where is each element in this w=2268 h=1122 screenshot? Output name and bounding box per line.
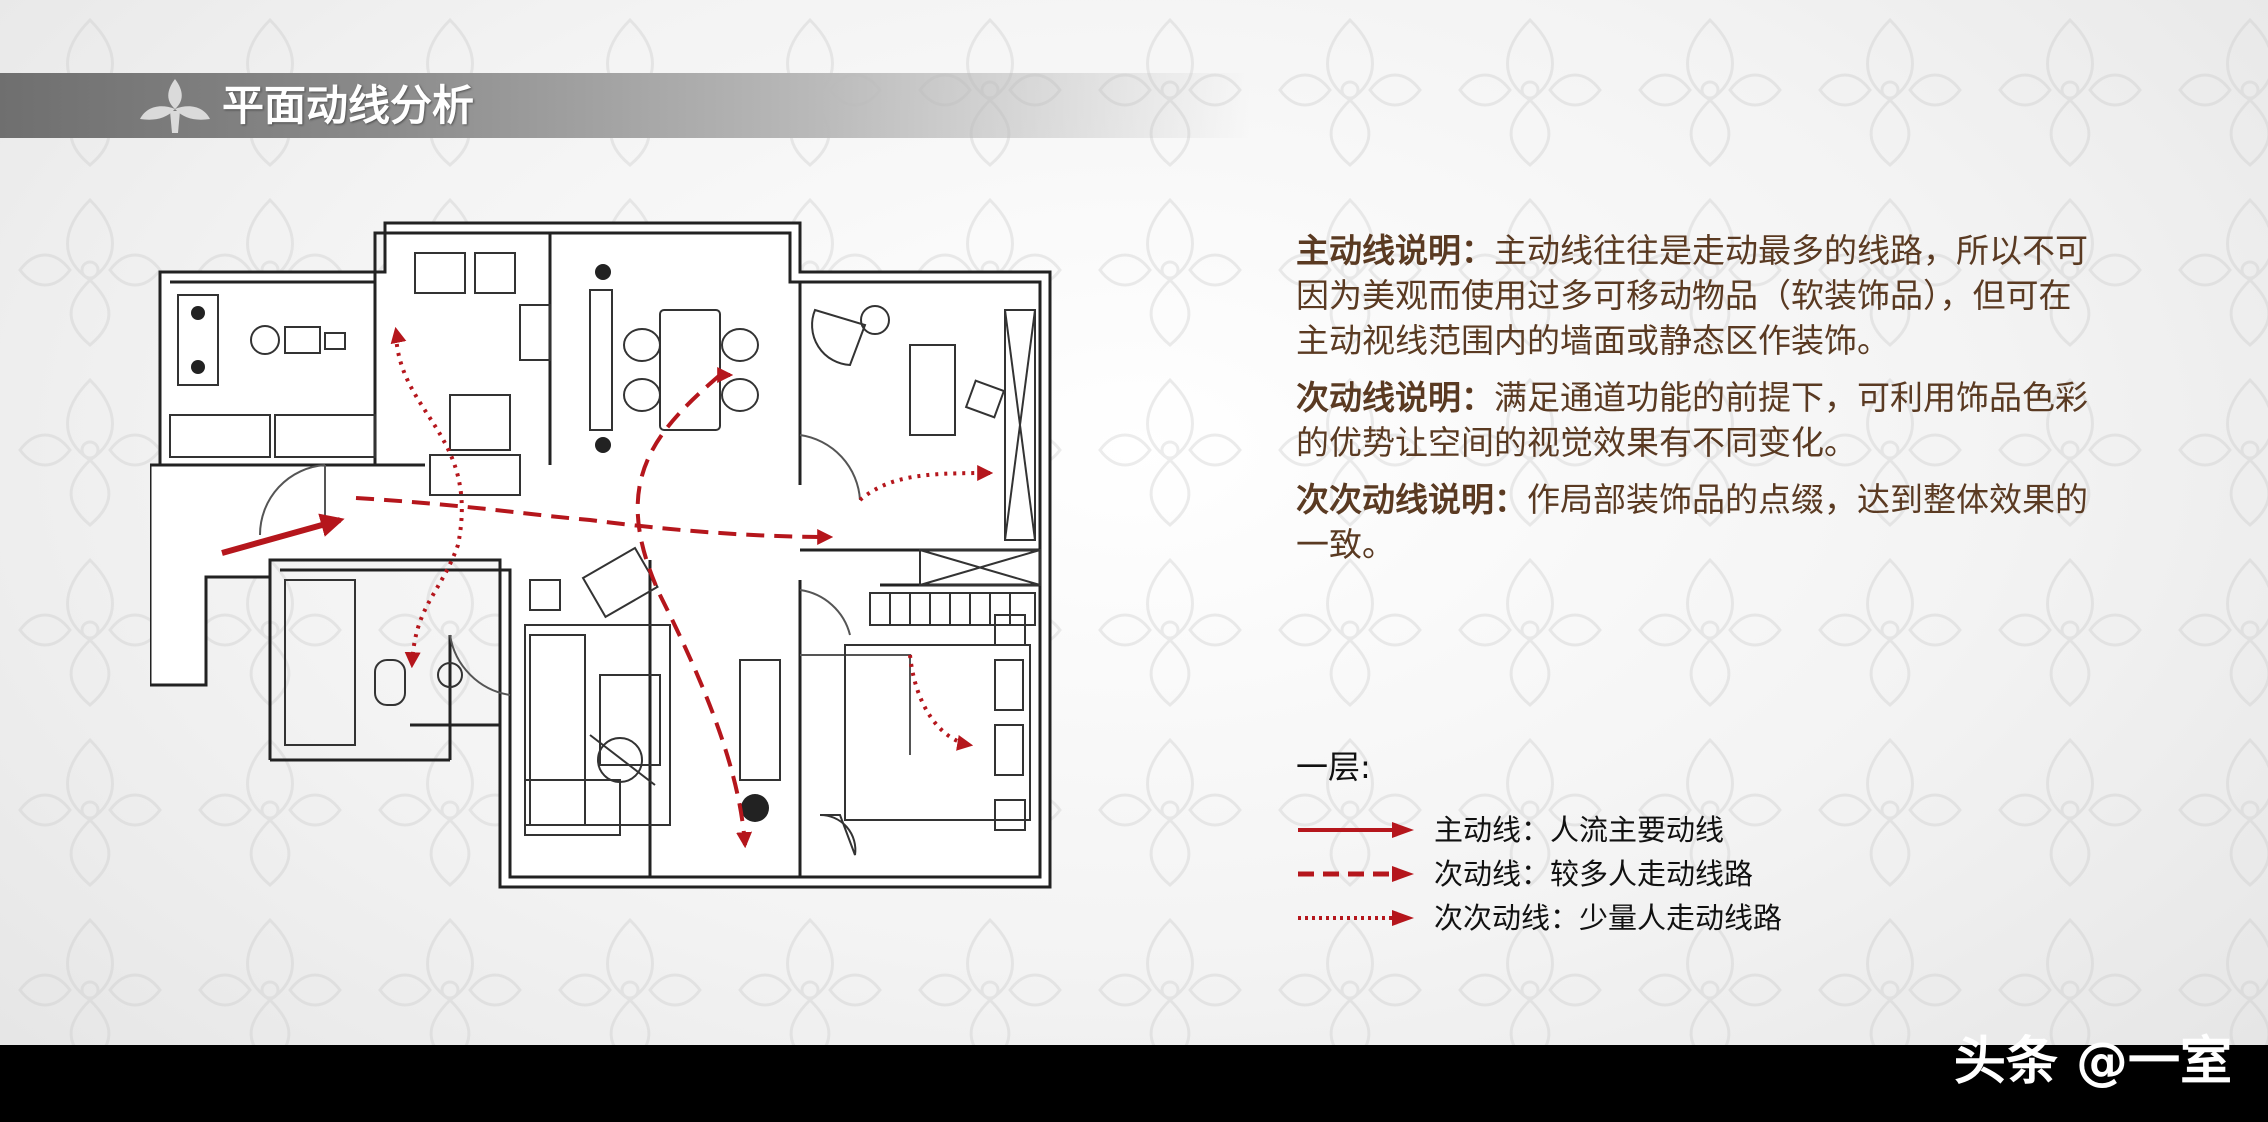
furniture [169, 252, 1041, 856]
tertiary-route [390, 326, 994, 751]
note-main-route: 主动线说明：主动线往往是走动最多的线路，所以不可因为美观而使用过多可移动物品（软… [1296, 228, 2096, 363]
floor-plan [150, 221, 1052, 889]
legend-item-main: 主动线：人流主要动线 [1296, 808, 1996, 852]
dashed-line-arrow-icon [1298, 866, 1414, 882]
note-label: 次动线说明： [1296, 378, 1494, 417]
fleur-ornament-icon [140, 79, 210, 133]
dotted-line-arrow-icon [1298, 910, 1414, 926]
title-band [0, 73, 1250, 138]
page-title: 平面动线分析 [222, 81, 475, 130]
legend-title: 一层: [1296, 748, 1371, 786]
legend-label: 次次动线：少量人走动线路 [1434, 901, 1783, 935]
note-text: 主动线往往是走动最多的线路，所以不可因为美观而使用过多可移动物品（软装饰品），但… [1296, 231, 2088, 360]
note-secondary-route: 次动线说明：满足通道功能的前提下，可利用饰品色彩的优势让空间的视觉效果有不同变化… [1296, 375, 2096, 465]
note-text: 满足通道功能的前提下，可利用饰品色彩的优势让空间的视觉效果有不同变化。 [1296, 378, 2088, 462]
legend: 一层: 主动线：人流主要动线 次动线：较多人走动线路 次次动线：少量人走动线路 [1296, 740, 1996, 940]
legend-item-secondary: 次动线：较多人走动线路 [1296, 852, 1996, 896]
main-route-arrow [221, 513, 345, 556]
note-label: 次次动线说明： [1296, 480, 1527, 519]
legend-item-tertiary: 次次动线：少量人走动线路 [1296, 896, 1996, 940]
note-label: 主动线说明： [1296, 231, 1494, 270]
legend-label: 次动线：较多人走动线路 [1434, 857, 1754, 891]
watermark: 头条 @一室 [1953, 1032, 2232, 1092]
note-text: 作局部装饰品的点缀，达到整体效果的一致。 [1296, 480, 2088, 564]
plant-icon [191, 264, 769, 822]
route-notes: 主动线说明：主动线往往是走动最多的线路，所以不可因为美观而使用过多可移动物品（软… [1296, 228, 2096, 579]
note-tertiary-route: 次次动线说明：作局部装饰品的点缀，达到整体效果的一致。 [1296, 477, 2096, 567]
footer-bar [0, 1045, 2268, 1122]
solid-line-arrow-icon [1298, 822, 1414, 838]
secondary-route [355, 367, 834, 849]
legend-label: 主动线：人流主要动线 [1434, 813, 1725, 847]
plan-walls [150, 221, 1052, 889]
